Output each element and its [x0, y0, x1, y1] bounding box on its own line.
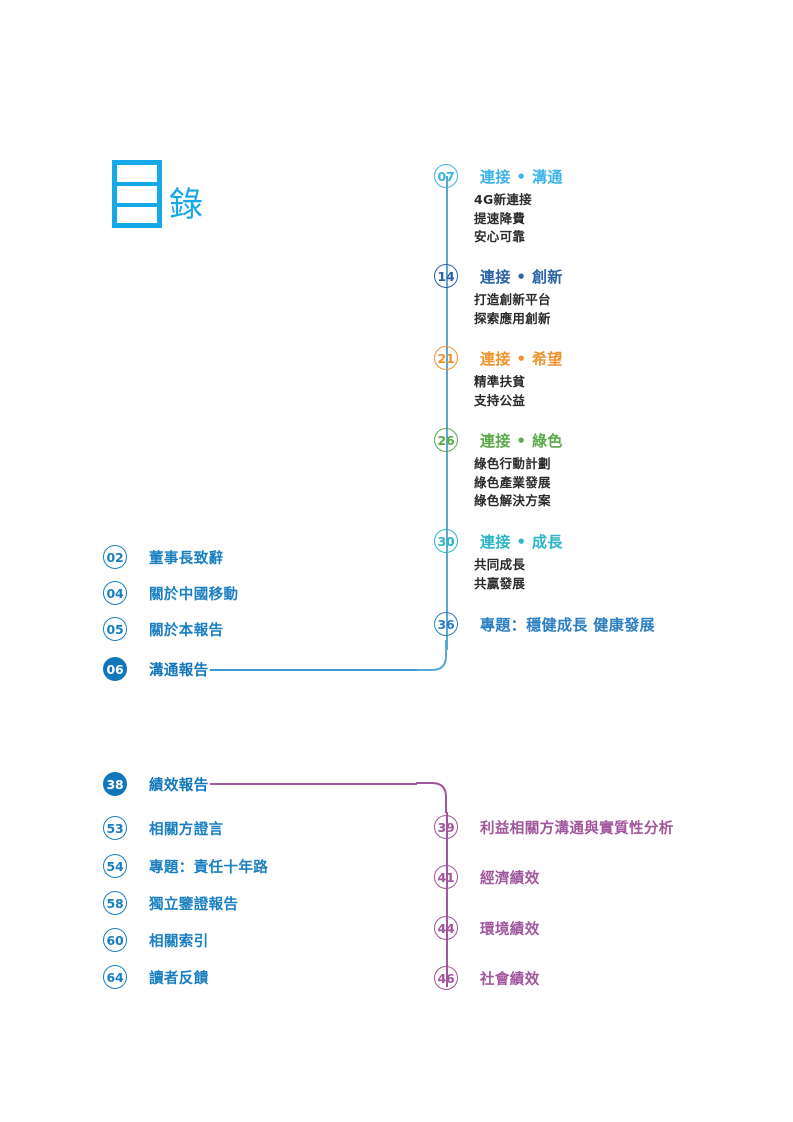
- item-number-badge: 05: [103, 617, 127, 641]
- section-number-badge: 21: [434, 346, 458, 370]
- list-item[interactable]: 綠色產業發展: [474, 474, 551, 490]
- item-number-badge: 53: [103, 816, 127, 840]
- toc-subitems-26: 綠色行動計劃 綠色產業發展 綠色解決方案: [474, 455, 551, 511]
- toc-performance-39[interactable]: 39 利益相關方溝通與實質性分析: [434, 815, 674, 839]
- list-item[interactable]: 共贏發展: [474, 575, 526, 591]
- section-label: 專題：穩健成長 健康發展: [480, 615, 656, 634]
- toc-section-07[interactable]: 07 連接 • 溝通: [434, 164, 563, 188]
- toc-item-54[interactable]: 54 專題：責任十年路: [103, 854, 268, 878]
- list-item[interactable]: 共同成長: [474, 557, 526, 572]
- section-number-badge: 36: [434, 612, 458, 636]
- item-label: 讀者反饋: [149, 970, 209, 987]
- page-title-text: 錄: [169, 185, 203, 225]
- item-label: 董事長致辭: [149, 550, 224, 567]
- item-label: 相關方證言: [149, 821, 224, 838]
- toc-subitems-14: 打造創新平台 探索應用創新: [474, 291, 551, 328]
- item-number-badge: 58: [103, 891, 127, 915]
- section-number-badge: 30: [434, 529, 458, 553]
- item-number-badge: 02: [103, 545, 127, 569]
- list-item[interactable]: 探索應用創新: [474, 310, 551, 326]
- toc-subitems-07: 4G新連接 提速降費 安心可靠: [474, 191, 532, 247]
- toc-item-58[interactable]: 58 獨立鑒證報告: [103, 891, 238, 915]
- item-label: 關於中國移動: [149, 586, 239, 603]
- section-label: 連接 • 希望: [480, 349, 563, 368]
- item-label: 社會績效: [480, 971, 540, 988]
- title-glyph-mu-icon: [112, 160, 162, 228]
- list-item[interactable]: 安心可靠: [474, 229, 526, 244]
- item-number-badge: 41: [434, 865, 458, 889]
- item-number-badge: 60: [103, 928, 127, 952]
- toc-section-26[interactable]: 26 連接 • 綠色: [434, 428, 563, 452]
- toc-section-14[interactable]: 14 連接 • 創新: [434, 264, 563, 288]
- section-label: 連接 • 創新: [480, 267, 563, 286]
- right-rail-elbow-connector: [416, 640, 447, 671]
- item-label: 環境績效: [480, 921, 540, 938]
- list-item[interactable]: 提速降費: [474, 210, 526, 226]
- item-number-badge: 38: [103, 772, 127, 796]
- item-label: 專題：責任十年路: [149, 859, 269, 876]
- item-label: 獨立鑒證報告: [149, 896, 239, 913]
- toc-item-06[interactable]: 06 溝通報告: [103, 657, 209, 681]
- toc-item-64[interactable]: 64 讀者反饋: [103, 965, 209, 989]
- item-label: 相關索引: [149, 933, 209, 950]
- item-label: 經濟績效: [480, 870, 540, 887]
- toc-section-30[interactable]: 30 連接 • 成長: [434, 529, 563, 553]
- right-timeline-rail: [446, 176, 448, 650]
- communication-report-connector-line: [210, 669, 417, 671]
- performance-report-connector-line: [210, 783, 417, 785]
- section-number-badge: 26: [434, 428, 458, 452]
- toc-performance-44[interactable]: 44 環境績效: [434, 916, 540, 940]
- purple-rail-elbow-connector: [416, 782, 447, 813]
- item-number-badge: 64: [103, 965, 127, 989]
- item-number-badge: 46: [434, 966, 458, 990]
- toc-item-04[interactable]: 04 關於中國移動: [103, 581, 238, 605]
- toc-performance-46[interactable]: 46 社會績效: [434, 966, 540, 990]
- section-label: 連接 • 溝通: [480, 167, 563, 186]
- toc-section-36[interactable]: 36 專題：穩健成長 健康發展: [434, 612, 655, 636]
- toc-item-02[interactable]: 02 董事長致辭: [103, 545, 224, 569]
- list-item[interactable]: 打造創新平台: [474, 292, 551, 307]
- toc-performance-41[interactable]: 41 經濟績效: [434, 865, 540, 889]
- section-label: 連接 • 綠色: [480, 431, 563, 450]
- section-number-badge: 14: [434, 264, 458, 288]
- item-label: 溝通報告: [149, 662, 209, 679]
- item-label: 關於本報告: [149, 622, 224, 639]
- list-item[interactable]: 4G新連接: [474, 192, 532, 207]
- item-number-badge: 54: [103, 854, 127, 878]
- page-title: 錄: [112, 160, 203, 228]
- list-item[interactable]: 綠色行動計劃: [474, 456, 551, 471]
- toc-item-53[interactable]: 53 相關方證言: [103, 816, 224, 840]
- section-number-badge: 07: [434, 164, 458, 188]
- list-item[interactable]: 精準扶貧: [474, 374, 526, 389]
- item-number-badge: 39: [434, 815, 458, 839]
- item-number-badge: 06: [103, 657, 127, 681]
- toc-subitems-21: 精準扶貧 支持公益: [474, 373, 525, 410]
- item-number-badge: 04: [103, 581, 127, 605]
- toc-section-21[interactable]: 21 連接 • 希望: [434, 346, 563, 370]
- list-item[interactable]: 綠色解決方案: [474, 493, 551, 508]
- item-label: 績效報告: [149, 777, 209, 794]
- section-label: 連接 • 成長: [480, 532, 563, 551]
- list-item[interactable]: 支持公益: [474, 392, 526, 408]
- performance-timeline-rail: [446, 812, 448, 987]
- toc-item-60[interactable]: 60 相關索引: [103, 928, 209, 952]
- toc-item-38[interactable]: 38 績效報告: [103, 772, 209, 796]
- toc-item-05[interactable]: 05 關於本報告: [103, 617, 224, 641]
- item-label: 利益相關方溝通與實質性分析: [480, 820, 674, 837]
- toc-subitems-30: 共同成長 共贏發展: [474, 556, 525, 593]
- item-number-badge: 44: [434, 916, 458, 940]
